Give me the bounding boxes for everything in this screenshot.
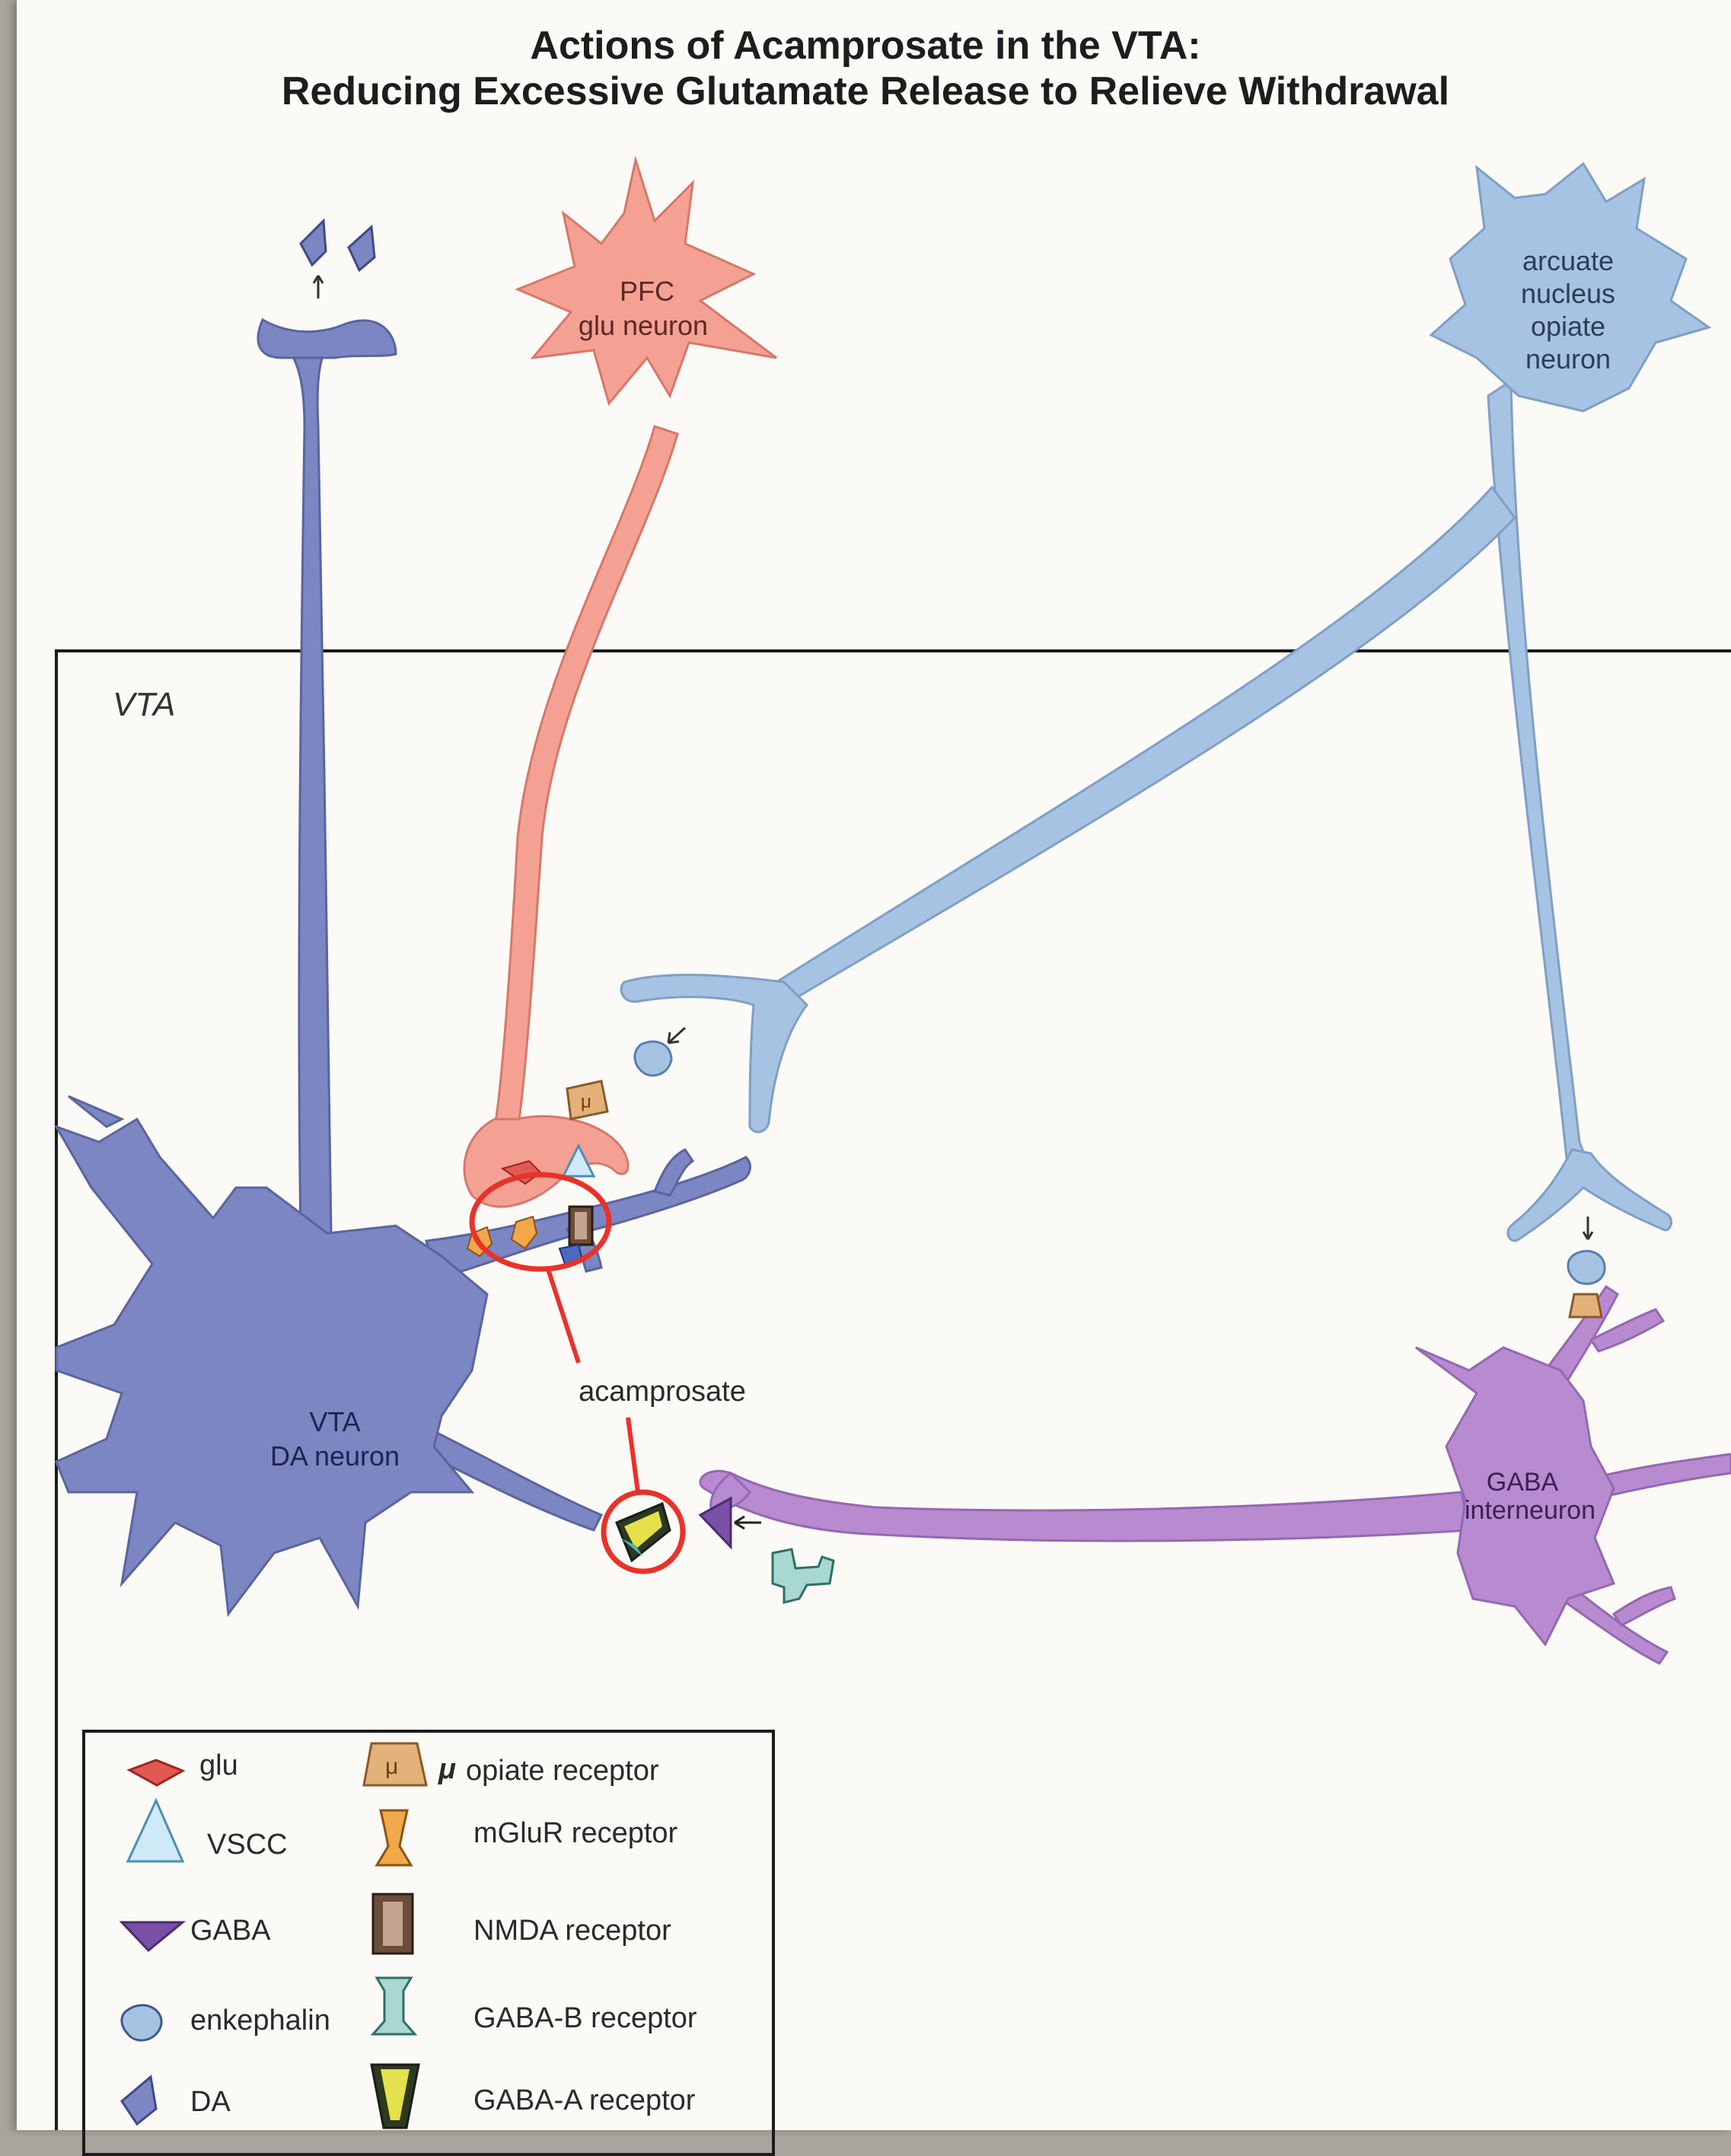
mu-opiate-receptor-icon-symbol: μ <box>385 1754 398 1779</box>
legend-label-nmda-receptor: NMDA receptor <box>473 1915 671 1947</box>
legend-label-da: DA <box>190 2086 231 2119</box>
legend-label-gaba: GABA <box>190 1915 271 1947</box>
legend-label-mglur-receptor: mGluR receptor <box>473 1817 677 1850</box>
enkephalin-icon <box>122 2005 161 2040</box>
vscc-icon <box>128 1800 183 1861</box>
legend-label-gaba-b-receptor: GABA-B receptor <box>473 2002 697 2035</box>
mglur-receptor-icon <box>377 1810 411 1865</box>
nmda-receptor-icon-core <box>383 1902 403 1946</box>
gaba-b-receptor-icon <box>373 1978 415 2034</box>
gaba-icon <box>122 1922 183 1950</box>
glu-icon <box>129 1760 183 1785</box>
legend-label-gaba-a-receptor: GABA-A receptor <box>473 2084 695 2117</box>
legend-mu-prefix: μ <box>438 1753 456 1786</box>
legend-label-opiate-receptor: opiate receptor <box>466 1755 659 1788</box>
legend-label-vscc: VSCC <box>207 1829 288 1861</box>
legend-label-glu: glu <box>199 1749 238 1782</box>
legend-label-enkephalin: enkephalin <box>190 2005 330 2037</box>
da-icon <box>122 2077 156 2124</box>
